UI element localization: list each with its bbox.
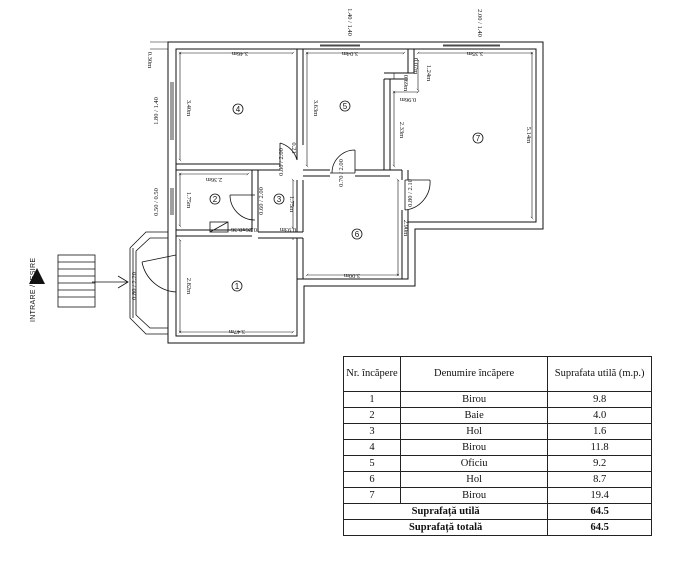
opening-door-r3: 0.80 / 2.00 (278, 148, 285, 176)
table-row: 7 Birou 19.4 (343, 487, 652, 504)
room-number-7: 7 (472, 132, 484, 144)
cell-area: 1.6 (547, 423, 652, 440)
room-number-6: 6 (351, 228, 363, 240)
total-area-row: Suprafață totală 64.5 (342, 519, 652, 536)
opening-door-entry: 0.80 / 2.20 (131, 272, 138, 300)
svg-text:5: 5 (343, 102, 348, 111)
useful-area-label: Suprafață utilă (342, 503, 549, 520)
dim-r5-top: 3.04m (342, 50, 358, 57)
doors (141, 142, 431, 293)
room-number-5: 5 (339, 100, 351, 112)
table-row: 4 Birou 11.8 (343, 439, 652, 456)
dim-r7-top: 3.35m (467, 50, 483, 57)
cell-name: Birou (399, 391, 549, 408)
dim-r5-left: 3.63m (312, 100, 319, 116)
cell-area: 4.0 (547, 407, 652, 424)
dim-r3-left: 1.75m (288, 196, 295, 212)
cell-area: 19.4 (547, 487, 652, 504)
dim-124: 1.24m (425, 65, 432, 81)
dim-069: 0.69m (402, 75, 409, 91)
opening-win-r5: 1.40 / 1.40 (346, 8, 353, 36)
dim-shaft: 0.26x0.36 (230, 226, 257, 233)
useful-area-value: 64.5 (547, 503, 652, 520)
dim-r1-left: 2.82m (185, 278, 192, 294)
total-area-label: Suprafață totală (342, 519, 549, 536)
entrance-stairs (57, 231, 168, 335)
interior-walls (176, 49, 415, 279)
cell-nr: 2 (343, 407, 401, 424)
dim-007: 0.07m (412, 58, 419, 74)
svg-text:3: 3 (277, 195, 282, 204)
opening-win-r7: 2.00 / 1.40 (476, 9, 483, 37)
cell-area: 9.8 (547, 391, 652, 408)
cell-nr: 3 (343, 423, 401, 440)
windows (167, 41, 500, 215)
dim-r2-top: 2.36m (206, 176, 222, 183)
room-number-3: 3 (273, 193, 285, 205)
header-room-name: Denumire încăpere (399, 356, 549, 392)
dim-ext-left: 0.30m (146, 52, 153, 68)
room-area-table: Nr. încăpere Denumire încăpere Suprafata… (342, 356, 652, 536)
table-row: 3 Hol 1.6 (343, 423, 652, 440)
table-header-row: Nr. încăpere Denumire încăpere Suprafata… (343, 356, 652, 392)
svg-text:6: 6 (355, 230, 360, 239)
opening-win-r4: 1.80 / 1.40 (153, 97, 160, 125)
table-row: 6 Hol 8.7 (343, 471, 652, 488)
table-row: 1 Birou 9.8 (343, 391, 652, 408)
dim-r7-left: 2.33m (398, 122, 405, 138)
floor-plan: INTRARE / IEȘIRE 4 5 7 2 3 6 1 (29, 8, 544, 344)
dim-r6-right: 2.90m (402, 220, 409, 236)
room-number-1: 1 (231, 280, 243, 292)
cell-name: Baie (399, 407, 549, 424)
dim-021: 0.21 (290, 142, 297, 153)
dim-093: 0.93m (280, 226, 296, 233)
useful-area-row: Suprafață utilă 64.5 (342, 503, 652, 520)
cell-nr: 5 (343, 455, 401, 472)
dimension-labels: 3.46m 3.04m 3.35m 3.40m 3.63m 5.14m 2.33… (146, 50, 532, 335)
table-row: 5 Oficiu 9.2 (343, 455, 652, 472)
svg-text:4: 4 (236, 105, 241, 114)
opening-door-r7: 0.80 / 2.10 (407, 179, 414, 207)
dim-r1-bottom: 3.47m (229, 328, 245, 335)
svg-text:2: 2 (213, 195, 218, 204)
dim-r4-left: 3.40m (185, 100, 192, 116)
opening-door-r5: 0.70 / 2.00 (338, 159, 345, 187)
dim-096: 0.96m (400, 96, 416, 103)
header-room-area: Suprafata utilă (m.p.) (547, 356, 652, 392)
cell-name: Birou (399, 439, 549, 456)
dim-r2-left: 1.75m (185, 192, 192, 208)
cell-nr: 6 (343, 471, 401, 488)
svg-text:7: 7 (476, 134, 481, 143)
dimension-lines (150, 41, 534, 334)
dim-r4-top: 3.46m (232, 50, 248, 57)
outer-walls (167, 41, 544, 344)
room-number-4: 4 (232, 103, 244, 115)
room-number-2: 2 (209, 193, 221, 205)
opening-door-r2: 0.60 / 2.00 (258, 187, 265, 215)
entrance-label: INTRARE / IEȘIRE (30, 258, 37, 322)
entrance-arrow-icon (29, 268, 45, 284)
cell-name: Oficiu (399, 455, 549, 472)
header-room-number: Nr. încăpere (343, 356, 401, 392)
dim-r6-bottom: 3.00m (344, 272, 360, 279)
cell-name: Birou (399, 487, 549, 504)
cell-area: 8.7 (547, 471, 652, 488)
svg-text:1: 1 (235, 282, 240, 291)
cell-nr: 1 (343, 391, 401, 408)
table-row: 2 Baie 4.0 (343, 407, 652, 424)
shaft (209, 221, 229, 233)
opening-labels: 1.40 / 1.40 2.00 / 1.40 1.80 / 1.40 0.50… (131, 8, 483, 300)
total-area-value: 64.5 (547, 519, 652, 536)
dim-r7-right: 5.14m (525, 127, 532, 143)
cell-area: 9.2 (547, 455, 652, 472)
cell-nr: 7 (343, 487, 401, 504)
cell-area: 11.8 (547, 439, 652, 456)
opening-win-r2: 0.50 / 0.50 (153, 188, 160, 216)
cell-name: Hol (399, 423, 549, 440)
cell-nr: 4 (343, 439, 401, 456)
cell-name: Hol (399, 471, 549, 488)
